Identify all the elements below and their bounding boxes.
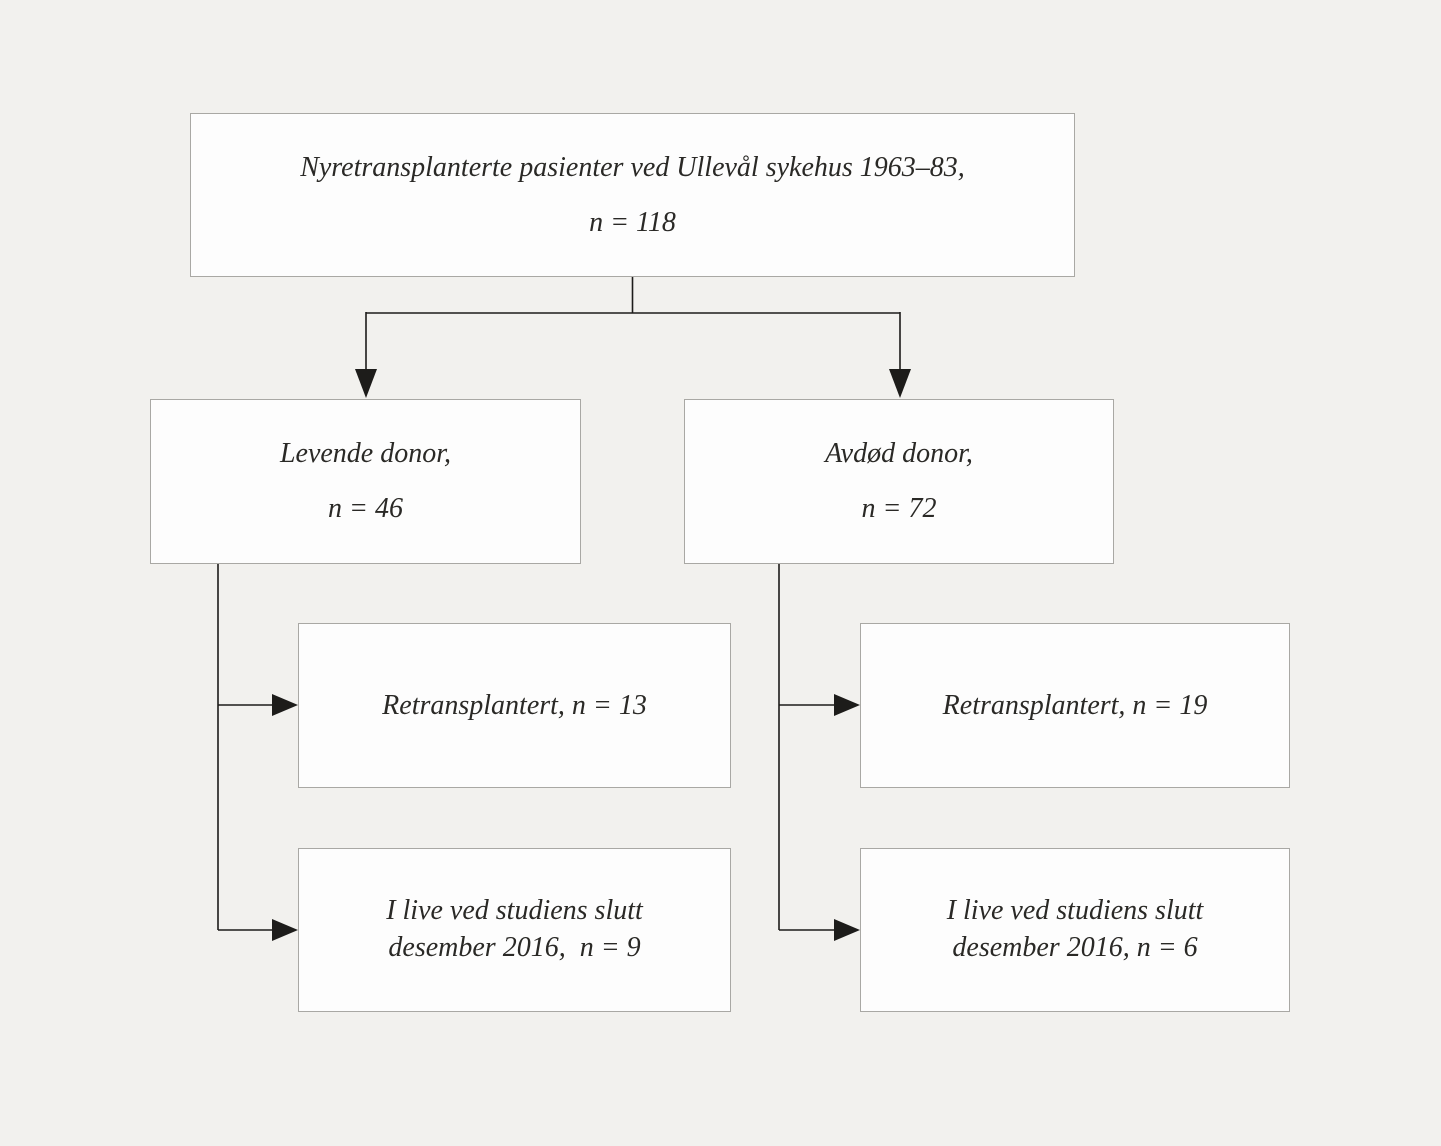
node-living-donor-title: Levende donor, [279,438,452,469]
node-living-donor-count: n = 46 [328,493,403,524]
node-deceased-retransplanted: Retransplantert, n = 19 [860,623,1290,788]
node-total-patients: Nyretransplanterte pasienter ved Ullevål… [190,113,1075,277]
arrowhead-right-living-alive [272,919,298,941]
arrowhead-right-living-retrans [272,694,298,716]
node-deceased-donor: Avdød donor, n = 72 [684,399,1114,564]
arrowhead-right-deceased-alive [834,919,860,941]
arrowhead-down-right [889,369,911,398]
connector-right-branch [778,564,836,931]
node-deceased-alive: I live ved studiens slutt desember 2016,… [860,848,1290,1012]
node-deceased-donor-title: Avdød donor, [825,438,973,469]
node-living-alive-line1: I live ved studiens slutt [386,895,643,927]
node-living-donor: Levende donor, n = 46 [150,399,581,564]
node-deceased-donor-count: n = 72 [861,493,937,524]
node-total-patients-count: n = 118 [589,206,676,238]
node-deceased-alive-line1: I live ved studiens slutt [946,895,1204,927]
node-deceased-alive-line2: desember 2016, n = 6 [952,932,1198,963]
node-living-retransplanted: Retransplantert, n = 13 [298,623,731,788]
node-living-alive-line2: desember 2016, n = 9 [388,932,641,963]
connector-left-branch [217,564,274,931]
arrowhead-down-left [355,369,377,398]
arrowhead-right-deceased-retrans [834,694,860,716]
node-living-alive: I live ved studiens slutt desember 2016,… [298,848,731,1012]
connector-root-stem [365,277,901,371]
node-living-retransplanted-text: Retransplantert, n = 13 [382,689,647,721]
node-deceased-retransplanted-text: Retransplantert, n = 19 [942,689,1208,721]
node-total-patients-title: Nyretransplanterte pasienter ved Ullevål… [300,151,965,183]
